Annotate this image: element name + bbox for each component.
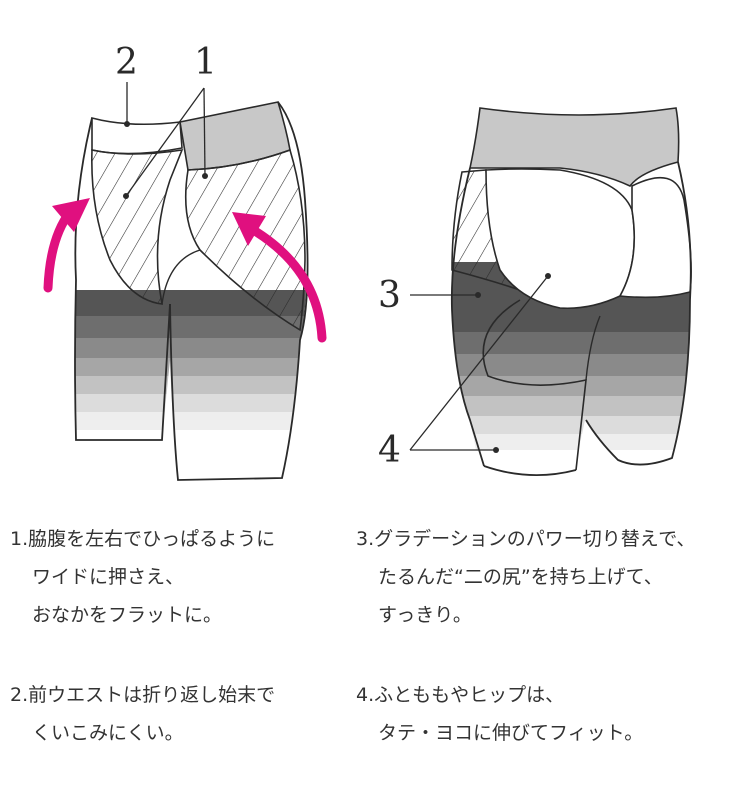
back-outline-right — [585, 161, 692, 466]
front-outline-left — [74, 117, 171, 441]
front-band-3 — [75, 338, 307, 358]
dot-1a — [123, 193, 129, 199]
label-4: 4 — [378, 430, 401, 471]
note-2-line-2: くいこみにくい。 — [32, 722, 184, 744]
note-1-line-3: おなかをフラットに。 — [32, 604, 223, 626]
dot-3 — [475, 292, 481, 298]
note-1: 1.脇腹を左右でひっぱるように ワイドに押さえ、 おなかをフラットに。 — [10, 520, 275, 634]
feature-notes: 1.脇腹を左右でひっぱるように ワイドに押さえ、 おなかをフラットに。 3.グラ… — [0, 520, 750, 797]
arrow-left — [43, 198, 90, 293]
back-waistband — [469, 107, 680, 188]
dot-4a — [545, 273, 551, 279]
note-4-line-1: 4.ふとももやヒップは、 — [356, 684, 565, 706]
label-1: 1 — [194, 42, 217, 83]
dot-1b — [202, 173, 208, 179]
back-leg-bottom — [483, 465, 577, 477]
front-band-4 — [75, 358, 307, 376]
label-2: 2 — [115, 42, 138, 83]
back-band-2 — [451, 332, 692, 354]
label-3: 3 — [378, 275, 401, 316]
back-band-5 — [451, 396, 692, 416]
front-band-2 — [75, 316, 307, 338]
dot-4b — [493, 447, 499, 453]
front-view: 2 1 — [43, 42, 327, 481]
back-band-3 — [451, 354, 692, 376]
note-2-line-1: 2.前ウエストは折り返し始末で — [10, 684, 276, 706]
front-band-5 — [75, 376, 307, 394]
front-band-6 — [75, 394, 307, 412]
front-waistband-left — [91, 116, 183, 155]
note-4-line-2: タテ・ヨコに伸びてフィット。 — [378, 722, 644, 744]
garment-diagram-svg: 2 1 — [43, 42, 692, 481]
back-band-6 — [451, 416, 692, 434]
note-1-line-2: ワイドに押さえ、 — [32, 566, 185, 588]
note-3: 3.グラデーションのパワー切り替えで、 たるんだ“二の尻”を持ち上げて、 すっき… — [356, 520, 695, 634]
back-band-7 — [451, 434, 692, 450]
note-2: 2.前ウエストは折り返し始末で くいこみにくい。 — [10, 676, 275, 752]
note-3-line-2: たるんだ“二の尻”を持ち上げて、 — [378, 566, 663, 588]
front-outline-right — [169, 101, 309, 481]
back-view: 3 4 — [378, 107, 692, 477]
front-band-7 — [75, 412, 307, 430]
leader-1b — [203, 87, 206, 177]
garment-illustration: 2 1 — [43, 42, 692, 481]
note-1-line-1: 1.脇腹を左右でひっぱるように — [10, 528, 276, 550]
leader-4a — [409, 275, 549, 451]
back-outline-left — [450, 167, 485, 467]
back-crotch — [585, 315, 601, 381]
arrow-right — [232, 212, 327, 343]
front-crotch-line — [161, 249, 201, 305]
note-4: 4.ふとももやヒップは、 タテ・ヨコに伸びてフィット。 — [356, 676, 643, 752]
leader-1a — [125, 87, 205, 197]
back-band-4 — [451, 376, 692, 396]
note-3-line-1: 3.グラデーションのパワー切り替えで、 — [356, 528, 696, 550]
back-inner-leg-line — [482, 299, 587, 471]
note-3-line-3: すっきり。 — [378, 604, 472, 626]
dot-2 — [124, 121, 130, 127]
